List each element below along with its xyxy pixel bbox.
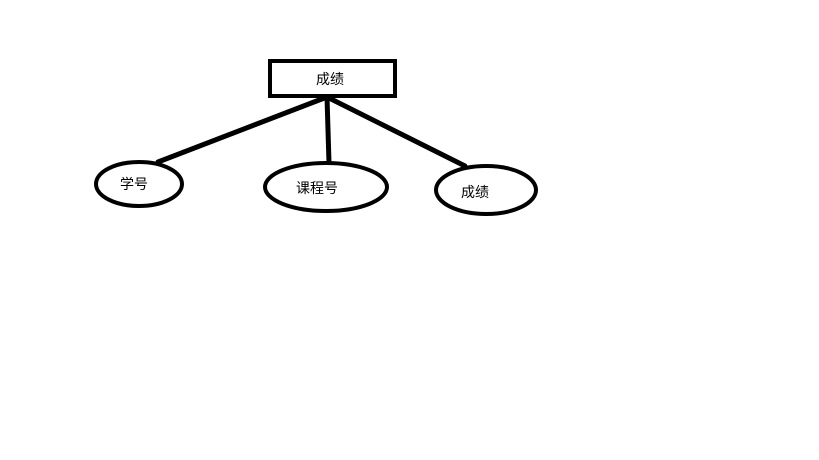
connector-entity-to-attribute-3 xyxy=(324,94,468,169)
attribute-ellipse-1: 学号 xyxy=(94,160,184,208)
connector-entity-to-attribute-1 xyxy=(155,94,330,165)
connector-entity-to-attribute-2 xyxy=(324,94,332,166)
entity-label: 成绩 xyxy=(316,72,344,88)
attribute-label-2: 课程号 xyxy=(296,181,338,197)
attribute-label-3: 成绩 xyxy=(461,185,489,201)
attribute-ellipse-2: 课程号 xyxy=(263,161,389,213)
entity-box: 成绩 xyxy=(268,59,397,98)
attribute-label-1: 学号 xyxy=(120,177,148,193)
attribute-ellipse-3: 成绩 xyxy=(434,164,538,216)
